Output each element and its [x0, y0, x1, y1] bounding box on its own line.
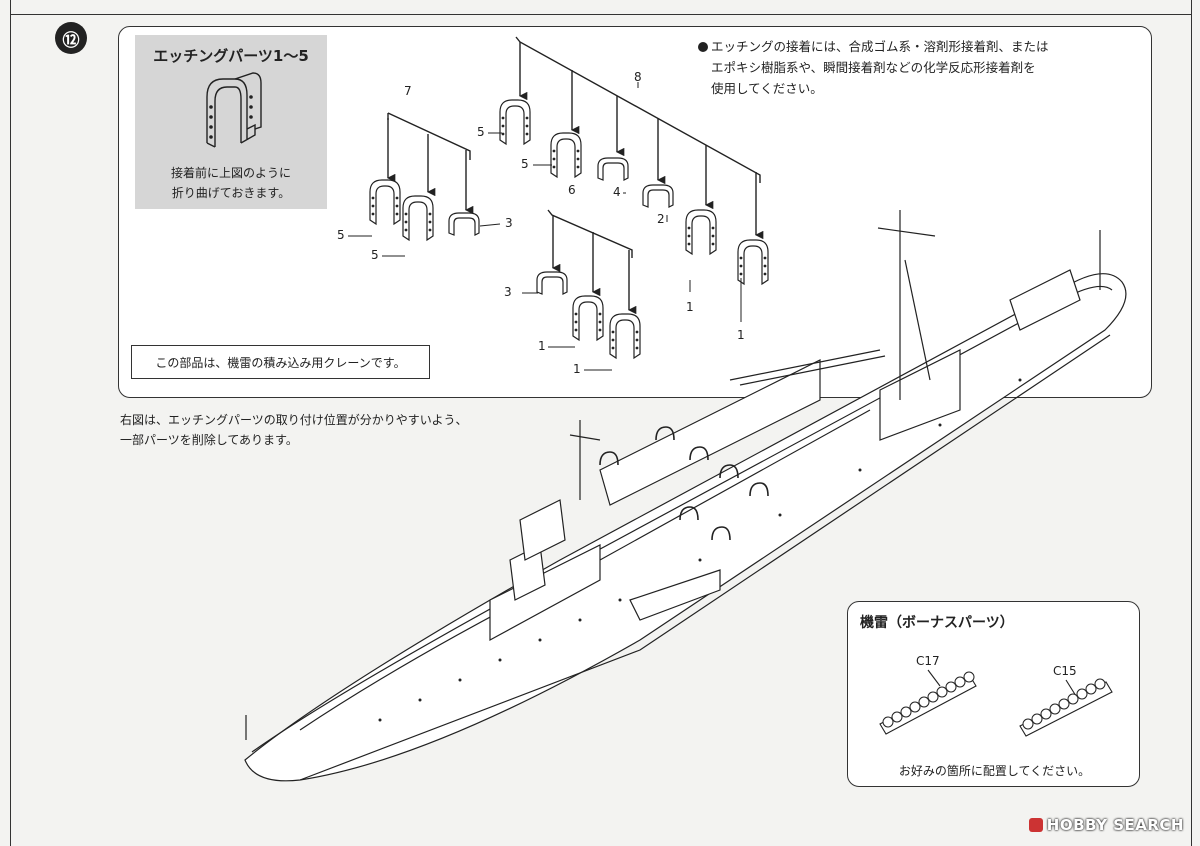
adhesive-note-line-1: エッチングの接着には、合成ゴム系・溶剤形接着剤、または: [698, 36, 1138, 57]
label-part-1: 1: [737, 328, 745, 342]
ship-crane-brackets: [599, 426, 769, 541]
part-7-brackets: [369, 179, 480, 241]
hull-portholes: [378, 378, 1022, 722]
part-6-brackets: [536, 271, 641, 359]
adhesive-note-line-2: エポキシ樹脂系や、瞬間接着剤などの化学反応形接着剤を: [711, 60, 1036, 75]
bullet-icon: [698, 42, 708, 52]
label-part-2: 2: [657, 212, 665, 226]
etching-parts-title: エッチングパーツ1〜5: [153, 47, 309, 65]
part-8-brackets: [499, 99, 769, 285]
label-part-4: 4: [613, 185, 621, 199]
label-part-1: 1: [686, 300, 694, 314]
figure-note-line-1: 右図は、エッチングパーツの取り付け位置が分かりやすいよう、: [120, 413, 468, 427]
label-part-5: 5: [477, 125, 485, 139]
label-part-1: 1: [573, 362, 581, 376]
bent-bracket-illustration: [206, 72, 262, 148]
mines-placement-note: お好みの箇所に配置してください。: [898, 764, 1091, 778]
page-frame: [10, 0, 1192, 846]
label-part-5: 5: [337, 228, 345, 242]
etching-bend-note: 接着前に上図のように 折り曲げておきます。: [135, 163, 327, 203]
leader-lines: [348, 82, 742, 371]
etching-note-line-1: 接着前に上図のように: [170, 166, 291, 180]
label-part-3: 3: [504, 285, 512, 299]
top-rule: [10, 14, 1192, 15]
mines-bonus-parts-box: 機雷（ボーナスパーツ） C17 C15 お好みの箇所に配置してください。: [847, 601, 1140, 787]
adhesive-note: エッチングの接着には、合成ゴム系・溶剤形接着剤、または エポキシ樹脂系や、瞬間接…: [698, 36, 1138, 99]
watermark-text: HOBBY SEARCH: [1046, 816, 1184, 834]
figure-note: 右図は、エッチングパーツの取り付け位置が分かりやすいよう、 一部パーツを削除して…: [120, 410, 540, 450]
figure-note-line-2: 一部パーツを削除してあります。: [120, 433, 298, 447]
label-part-5: 5: [371, 248, 379, 262]
etching-note-line-2: 折り曲げておきます。: [171, 186, 291, 200]
part-6-frame: [547, 209, 637, 315]
label-part-c17: C17: [916, 654, 940, 668]
minelayer-ship: [244, 210, 1127, 782]
mine-rack-illustrations: [879, 669, 1113, 737]
label-part-5: 5: [521, 157, 529, 171]
label-part-c15: C15: [1053, 664, 1077, 678]
label-part-7: 7: [404, 84, 412, 98]
hobby-search-logo-icon: [1028, 818, 1043, 832]
adhesive-note-line-3: 使用してください。: [711, 81, 823, 96]
step-number-badge: ⑫: [55, 22, 87, 54]
label-part-3: 3: [505, 216, 513, 230]
mines-box-title: 機雷（ボーナスパーツ）: [860, 615, 1014, 631]
watermark: HOBBY SEARCH: [1028, 816, 1184, 834]
part-8-frame: [515, 36, 764, 240]
label-part-8: 8: [634, 70, 642, 84]
label-part-1: 1: [538, 339, 546, 353]
etching-parts-box: エッチングパーツ1〜5 接着前に上図のように 折り曲げておきます。: [135, 35, 327, 209]
crane-note-box: この部品は、機雷の積み込み用クレーンです。: [131, 345, 430, 379]
adhesive-line-1-text: エッチングの接着には、合成ゴム系・溶剤形接着剤、または: [711, 39, 1049, 54]
part-7-frame: [386, 112, 474, 215]
label-part-6: 6: [568, 183, 576, 197]
